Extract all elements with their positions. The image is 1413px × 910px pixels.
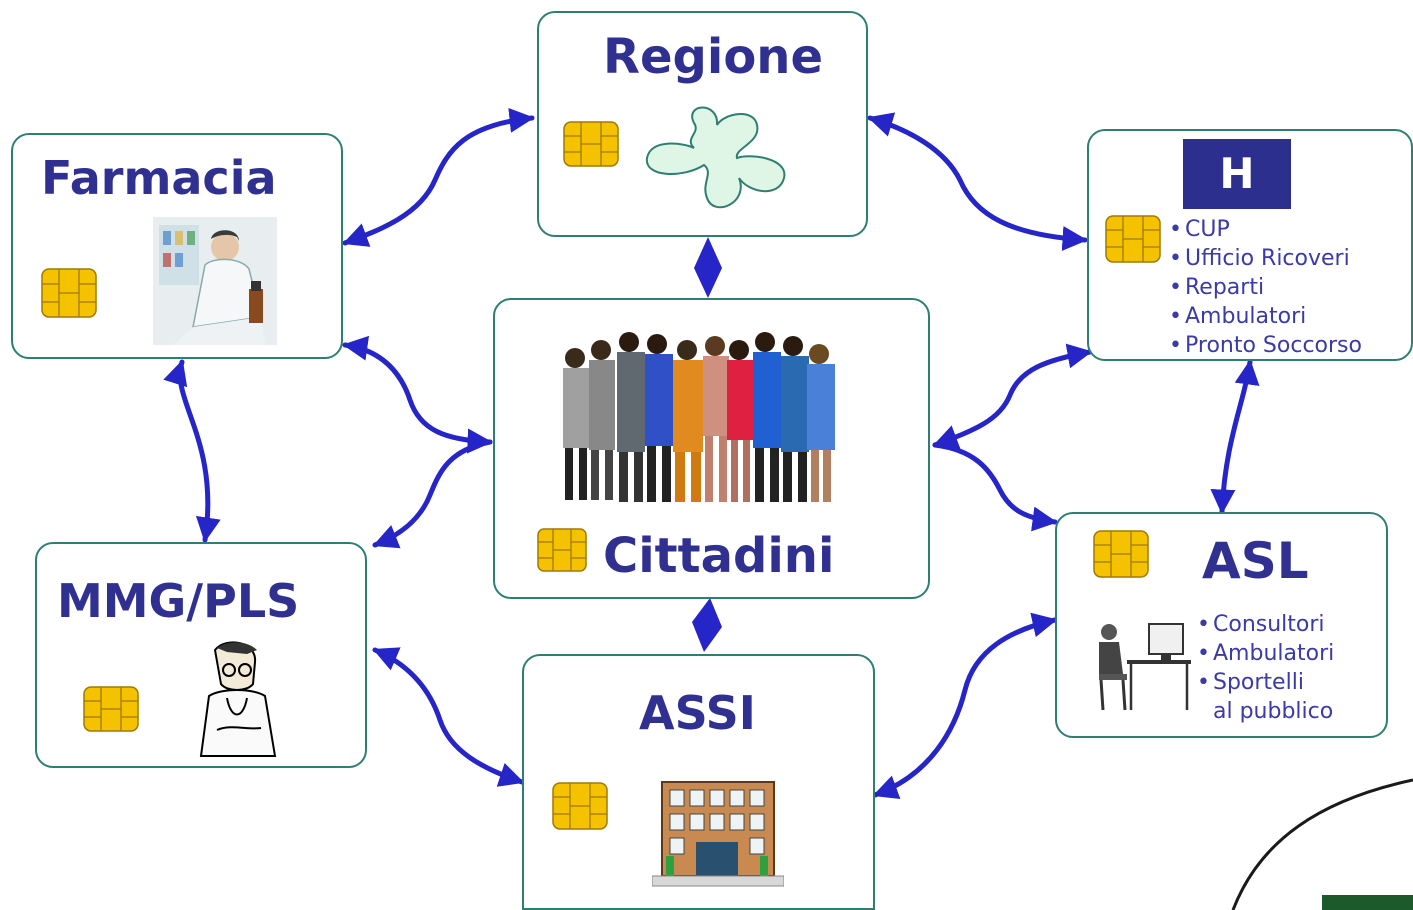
- arrow-cittadini-mmg: [372, 439, 493, 549]
- node-asl: ASL •Consultori •Ambulatori •Sportelli a…: [1055, 512, 1388, 738]
- chip-icon: [563, 121, 619, 167]
- chip-icon: [1105, 215, 1161, 263]
- list-item: •Ambulatori: [1169, 304, 1307, 329]
- list-item: al pubblico: [1213, 699, 1334, 724]
- arrow-ospedale-asl: [1210, 359, 1260, 515]
- node-title: Cittadini: [603, 528, 835, 584]
- chip-icon: [552, 782, 608, 830]
- pharmacist-icon: [153, 217, 277, 345]
- list-item: •Sportelli: [1197, 670, 1304, 695]
- chip-icon: [41, 268, 97, 318]
- arrow-farmacia-regione: [342, 107, 535, 247]
- node-title: ASSI: [639, 686, 756, 740]
- region-logo-icon: [645, 106, 786, 209]
- node-cittadini: Cittadini: [493, 298, 930, 599]
- decorative-arc: [1231, 778, 1413, 910]
- list-item: •Consultori: [1197, 612, 1325, 637]
- hospital-badge: H: [1183, 139, 1291, 209]
- arrow-asl-assi: [872, 612, 1058, 800]
- arrow-mmg-assi: [372, 647, 525, 787]
- arrow-regione-ospedale: [867, 112, 1088, 251]
- building-icon: [652, 781, 784, 887]
- list-item: •Ufficio Ricoveri: [1169, 246, 1350, 271]
- node-mmg-pls: MMG/PLS: [35, 542, 367, 768]
- node-ospedale: H •CUP •Ufficio Ricoveri •Reparti •Ambul…: [1087, 129, 1413, 361]
- node-regione: Regione: [537, 11, 868, 237]
- chip-icon: [537, 528, 587, 572]
- asl-services-list: •Consultori •Ambulatori •Sportelli al pu…: [1197, 610, 1334, 726]
- chip-icon: [1093, 530, 1149, 578]
- computer-user-icon: [1099, 623, 1191, 711]
- arrow-cittadini-ospedale: [932, 343, 1093, 449]
- list-item: •Reparti: [1169, 275, 1265, 300]
- node-assi: ASSI: [522, 654, 875, 910]
- list-item: •Ambulatori: [1197, 641, 1335, 666]
- node-title: ASL: [1202, 532, 1309, 590]
- arrow-farmacia-cittadini: [342, 335, 493, 454]
- node-title: MMG/PLS: [57, 574, 300, 628]
- decorative-green-block: [1322, 895, 1413, 910]
- node-title: Farmacia: [41, 151, 277, 205]
- doctor-icon: [199, 641, 277, 757]
- people-group-icon: [563, 332, 835, 502]
- node-title: Regione: [603, 29, 824, 85]
- arrow-cittadini-assi: [692, 598, 722, 652]
- hospital-services-list: •CUP •Ufficio Ricoveri •Reparti •Ambulat…: [1169, 215, 1362, 360]
- node-farmacia: Farmacia: [11, 133, 343, 359]
- list-item: •CUP: [1169, 217, 1230, 242]
- list-item: •Pronto Soccorso: [1169, 333, 1362, 358]
- chip-icon: [83, 686, 139, 732]
- arrow-regione-cittadini: [694, 237, 722, 298]
- arrow-farmacia-mmg: [163, 359, 221, 543]
- arrow-cittadini-asl: [932, 442, 1058, 532]
